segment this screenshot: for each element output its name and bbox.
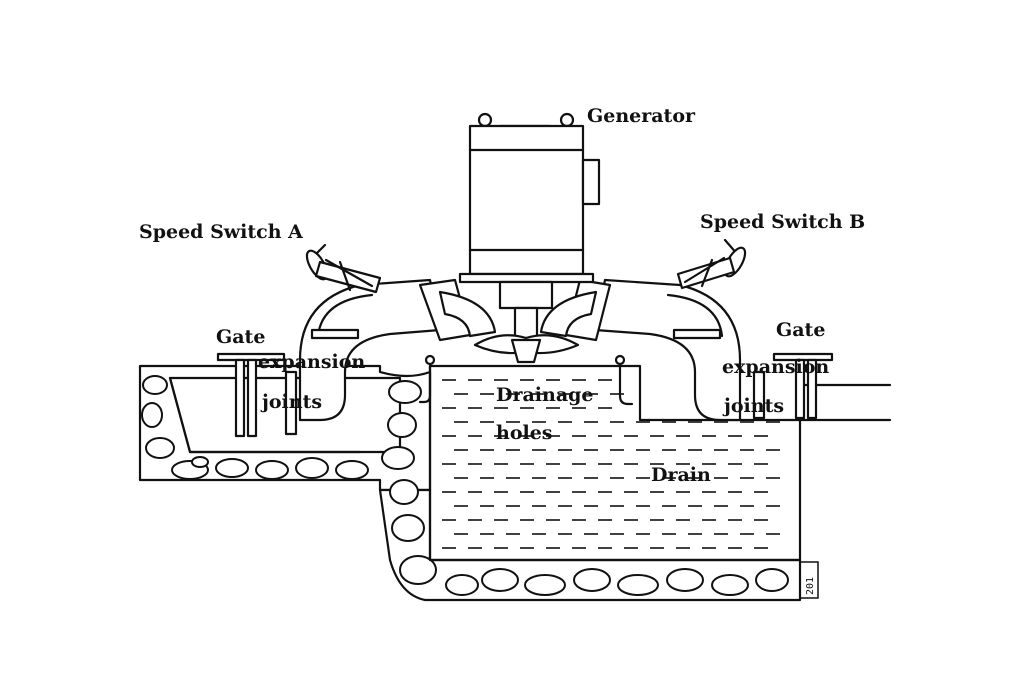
label-drainage: Drainage: [496, 384, 594, 406]
turbine-runner: [473, 280, 580, 364]
drain-water: [442, 379, 780, 549]
label-gate-right: Gate: [776, 319, 825, 341]
left-pipe-elbow: [298, 278, 497, 422]
left-channel: [168, 376, 362, 454]
label-speed-switch-a: Speed Switch A: [139, 221, 303, 243]
speed-switch-a: [305, 243, 382, 294]
drainage-hooks: [418, 354, 634, 406]
label-joints-left: joints: [260, 391, 322, 413]
label-joints-right: joints: [722, 395, 784, 417]
foundation-stones: [141, 375, 789, 596]
generator: [458, 112, 601, 284]
corner-mark: 201: [799, 561, 819, 599]
speed-switch-b: [676, 238, 747, 290]
label-gate-left: Gate: [216, 326, 265, 348]
label-speed-switch-b: Speed Switch B: [700, 211, 865, 233]
label-holes: holes: [496, 422, 553, 444]
gate-left: [216, 352, 298, 438]
gate-right: [752, 352, 834, 420]
label-drain: Drain: [651, 464, 711, 486]
label-expansion-right: expansion: [722, 356, 829, 378]
right-pipe-elbow: [539, 278, 742, 422]
corner-mark-text: 201: [805, 577, 816, 595]
drain-tank: [428, 364, 802, 562]
label-generator: Generator: [587, 105, 696, 127]
label-expansion-left: expansion: [258, 351, 365, 373]
